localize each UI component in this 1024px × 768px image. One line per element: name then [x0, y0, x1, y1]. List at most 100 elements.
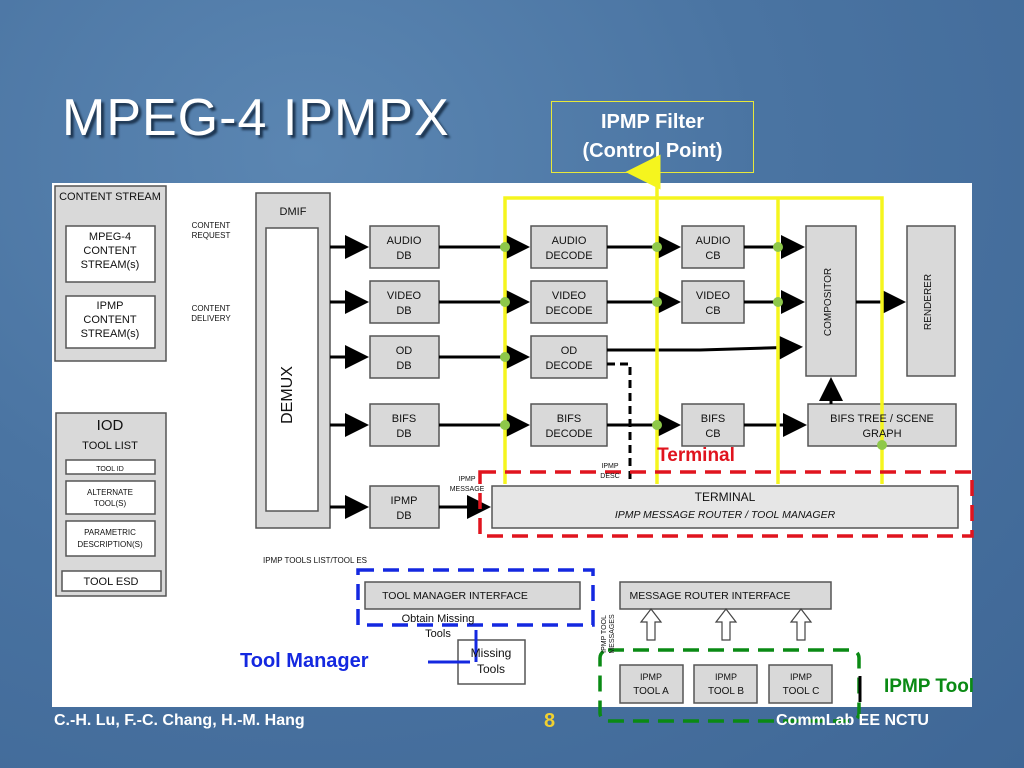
bifs-decode-box: [530, 403, 608, 447]
diagram-label: MESSAGES: [609, 614, 616, 654]
diagram-label: OD: [396, 345, 413, 357]
diagram-label: BIFS: [701, 413, 725, 425]
demux-box: [265, 227, 319, 512]
diagram-label: DECODE: [545, 428, 592, 440]
diagram-label: TERMINAL: [695, 490, 756, 504]
diagram-label: STREAM(s): [81, 259, 140, 271]
diagram-label: IPMP: [601, 463, 618, 470]
diagram-label: CONTENT: [83, 245, 136, 257]
diagram-label: CB: [705, 305, 720, 317]
diagram-label: CB: [705, 428, 720, 440]
tool-a-box: [619, 664, 684, 704]
content-stream-label: CONTENT STREAM: [59, 191, 161, 203]
ipmp-filter-callout: IPMP Filter (Control Point): [551, 101, 754, 173]
od-decode-box: [530, 335, 608, 379]
diagram-label: Tools: [477, 662, 505, 676]
diagram-label: MPEG-4: [89, 231, 131, 243]
video-cb-box: [681, 280, 745, 324]
diagram-label: VIDEO: [552, 290, 587, 302]
diagram-label: CONTENT: [83, 314, 136, 326]
diagram-label: TOOL C: [783, 686, 820, 697]
ipmp-filter-line1: IPMP Filter: [601, 111, 704, 133]
diagram-label: BIFS TREE / SCENE: [830, 413, 934, 425]
diagram-label: CONTENT: [192, 304, 231, 313]
diagram-label: IPMP: [391, 495, 418, 507]
tool-manager-dashed-outline: [356, 568, 595, 627]
diagram-label: Obtain Missing: [402, 613, 475, 625]
diagram-label: TOOL A: [633, 686, 669, 697]
diagram-label: RENDERER: [923, 274, 934, 330]
diagram-label: BIFS: [557, 413, 581, 425]
page-number: 8: [544, 710, 556, 732]
tool-manager-interface-box: [364, 581, 581, 610]
diagram-label: DECODE: [545, 305, 592, 317]
diagram-label: IPMP: [458, 476, 475, 483]
diagram-label: IPMP: [97, 300, 124, 312]
diagram-label: ALTERNATE: [87, 488, 133, 497]
audio-db-box: [369, 225, 440, 269]
renderer-box: [906, 225, 956, 377]
diagram-label: DB: [396, 510, 411, 522]
diagram-label: DB: [396, 250, 411, 262]
diagram-label: TOOL B: [708, 686, 744, 697]
iod-label: IOD: [97, 417, 124, 434]
diagram-label: VIDEO: [387, 290, 422, 302]
diagram-label: TOOL ID: [96, 466, 124, 473]
diagram-label: Tools: [425, 628, 451, 640]
audio-cb-box: [681, 225, 745, 269]
diagram-label: AUDIO: [387, 235, 422, 247]
diagram-label: IPMP: [790, 672, 812, 682]
diagram-label: COMPOSITOR: [823, 268, 834, 336]
diagram-label: CB: [705, 250, 720, 262]
diagram-label: IPMP MESSAGE ROUTER / TOOL MANAGER: [615, 509, 836, 521]
diagram-label: DB: [396, 360, 411, 372]
ipmp-tool-label: IPMP Tool: [884, 676, 975, 697]
diagram-label: DB: [396, 305, 411, 317]
diagram-label: OD: [561, 345, 578, 357]
diagram-label: TOOL LIST: [82, 440, 138, 452]
message-router-interface-box: [619, 581, 832, 610]
audio-decode-box: [530, 225, 608, 269]
tool-id-box: [65, 459, 156, 475]
ipmp-db-box: [369, 485, 440, 529]
diagram-label: AUDIO: [552, 235, 587, 247]
terminal-label: Terminal: [657, 445, 735, 466]
terminal-dashed-outline: [478, 470, 974, 538]
diagram-label: VIDEO: [696, 290, 731, 302]
diagram-label: REQUEST: [192, 231, 231, 240]
footer-affiliation: CommLab EE NCTU: [776, 712, 929, 729]
mpeg4-stream-box: [65, 225, 156, 283]
dmif-label: DMIF: [280, 206, 307, 218]
footer-authors: C.-H. Lu, F.-C. Chang, H.-M. Hang: [54, 712, 305, 729]
ipmp-stream-box: [65, 295, 156, 349]
diagram-label: MESSAGE ROUTER INTERFACE: [629, 590, 790, 602]
tool-b-box: [693, 664, 758, 704]
diagram-label: DELIVERY: [191, 314, 231, 323]
diagram-label: IPMP: [715, 672, 737, 682]
tool-c-box: [768, 664, 833, 704]
diagram-label: GRAPH: [862, 428, 901, 440]
od-db-box: [369, 335, 440, 379]
diagram-label: IPMP: [640, 672, 662, 682]
diagram-label: TOOL MANAGER INTERFACE: [382, 590, 528, 602]
diagram-label: TOOL(S): [94, 499, 127, 508]
diagram-label: IPMP TOOLS LIST/TOOL ES: [263, 556, 367, 565]
diagram-label: BIFS: [392, 413, 416, 425]
diagram-label: DESC: [600, 473, 619, 480]
parametric-box: [65, 520, 156, 557]
diagram-label: DECODE: [545, 250, 592, 262]
diagram-label: IPMP TOOL: [601, 615, 608, 653]
bifs-cb-box: [681, 403, 745, 447]
diagram-label: CONTENT: [192, 221, 231, 230]
diagram-label: MESSAGE: [450, 486, 485, 493]
tool-esd-box: [61, 570, 162, 592]
diagram-label: PARAMETRIC: [84, 528, 136, 537]
diagram-label: Missing: [471, 646, 512, 660]
video-decode-box: [530, 280, 608, 324]
diagram-label: DECODE: [545, 360, 592, 372]
alternate-tools-box: [65, 480, 156, 515]
terminal-box: [491, 485, 959, 529]
slide-title: MPEG-4 IPMPX: [62, 89, 450, 147]
diagram-label: STREAM(s): [81, 328, 140, 340]
